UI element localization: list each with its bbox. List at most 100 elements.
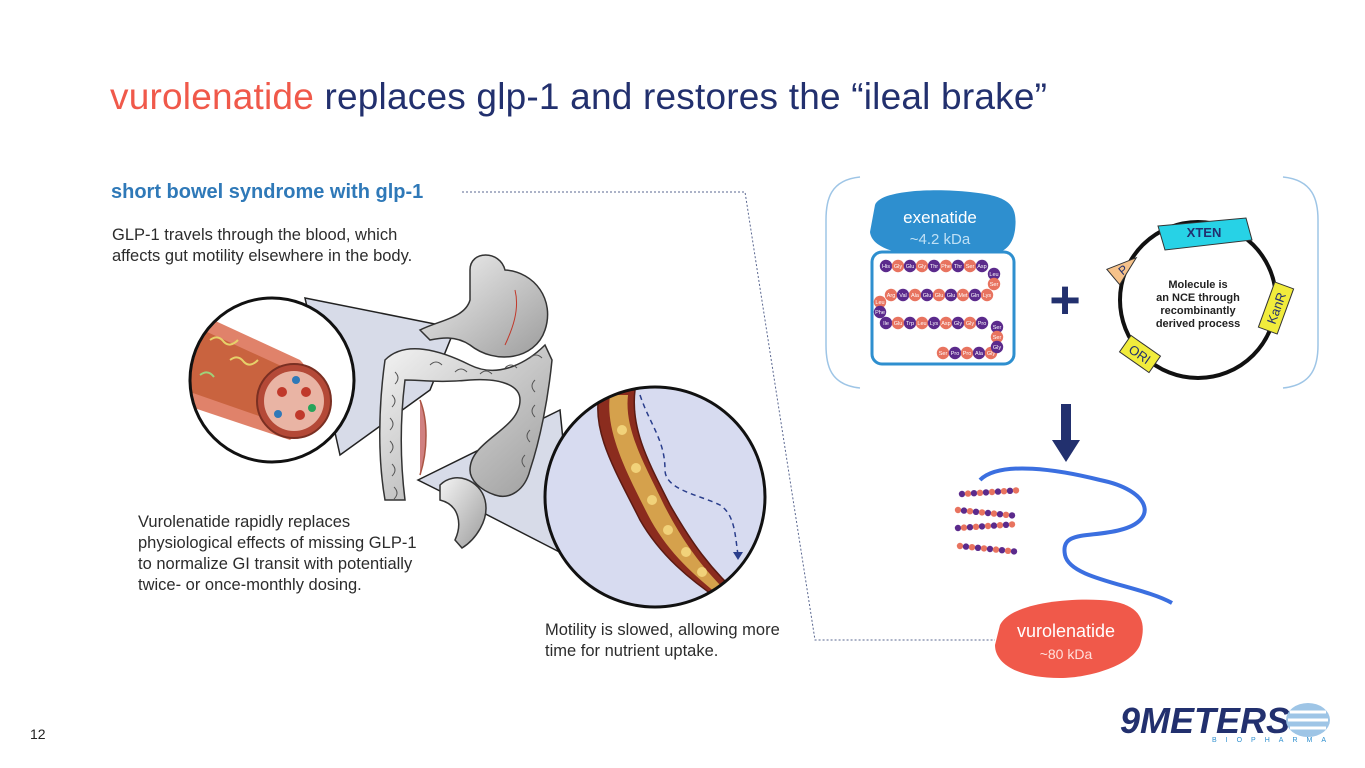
plasmid-text-3: recombinantly (1160, 305, 1236, 317)
amino-acid-bead (990, 320, 1004, 334)
vurolenatide-beads (954, 487, 1020, 555)
amino-acid-bead (936, 346, 950, 360)
amino-acid-bead (927, 316, 941, 330)
amino-acid-label: Lys (930, 321, 939, 327)
chain-bead (1004, 547, 1012, 554)
bracket-pair (825, 176, 1319, 389)
xten-label: XTEN (1187, 225, 1222, 240)
chain-bead (1002, 521, 1010, 528)
amino-acid-label: Ser (993, 325, 1002, 331)
chain-bead (966, 524, 974, 531)
exenatide-name: exenatide (903, 208, 977, 227)
chain-bead (992, 546, 1000, 553)
amino-acid-label: Val (899, 293, 907, 299)
amino-acid-bead (873, 295, 887, 309)
page-title: vurolenatide replaces glp-1 and restores… (110, 76, 1047, 118)
vurolenatide-name: vurolenatide (1017, 621, 1115, 641)
amino-acid-bead (879, 316, 893, 330)
amino-acid-label: Ser (990, 282, 999, 288)
chain-bead (984, 509, 992, 517)
chain-bead (954, 506, 962, 514)
amino-acid-label: Glu (923, 293, 932, 299)
amino-acid-label: Gly (993, 345, 1002, 351)
vurolenatide-group: vurolenatide ~80 kDa (995, 599, 1143, 678)
amino-acid-label: Glu (935, 293, 944, 299)
colon-illustration (379, 343, 553, 549)
amino-acid-label: Lys (983, 293, 992, 299)
amino-acid-bead (915, 259, 929, 273)
vurolenatide-caption: Vurolenatide rapidly replaces physiologi… (138, 513, 417, 594)
title-rest: replaces glp-1 and restores the “ileal b… (314, 76, 1048, 117)
chain-bead (962, 543, 970, 550)
amino-acid-bead (879, 259, 893, 273)
chain-bead (994, 488, 1002, 495)
chain-bead (996, 522, 1004, 529)
amino-acid-label: Leu (917, 321, 926, 327)
amino-acid-label: Pro (951, 351, 960, 357)
plasmid-text-4: derived process (1156, 318, 1240, 330)
motility-caption: Motility is slowed, allowing more time f… (545, 621, 780, 660)
amino-acid-bead (980, 288, 994, 302)
chain-bead (970, 490, 978, 497)
chain-bead (986, 545, 994, 553)
amino-acid-bead (920, 288, 934, 302)
chain-bead (972, 508, 980, 515)
chain-bead (960, 507, 968, 514)
chain-bead (1008, 521, 1016, 528)
amino-acid-bead (903, 316, 917, 330)
chain-bead (956, 542, 964, 550)
amino-acid-label: Thr (954, 264, 962, 270)
chain-bead (990, 522, 998, 529)
chain-bead (998, 547, 1006, 554)
amino-acid-bead (956, 288, 970, 302)
amino-acid-label: Pro (978, 321, 987, 327)
amino-acid-bead (960, 346, 974, 360)
amino-acid-bead (975, 316, 989, 330)
chain-bead (978, 523, 986, 530)
chain-bead (1010, 548, 1018, 555)
amino-acid-label: Asp (941, 321, 950, 327)
amino-acid-bead (903, 259, 917, 273)
amino-acid-bead (939, 316, 953, 330)
amino-acid-label: Pro (963, 351, 972, 357)
company-logo: 9METERS BIOPHARMA (1120, 700, 1330, 744)
amino-acid-label: Asp (977, 264, 986, 270)
amino-acid-bead (948, 346, 962, 360)
amino-acid-bead (968, 288, 982, 302)
chain-bead (960, 524, 968, 531)
amino-acid-label: Gly (966, 321, 975, 327)
dotted-connector (462, 191, 995, 641)
chain-bead (1006, 487, 1014, 494)
chain-bead (980, 545, 988, 552)
amino-acid-bead (932, 288, 946, 302)
chain-bead (972, 523, 980, 530)
amino-acid-bead (896, 288, 910, 302)
chain-bead (978, 509, 986, 516)
amino-acid-bead (963, 259, 977, 273)
logo-wordmark: 9METERS (1120, 700, 1290, 741)
plasmid-text-2: an NCE through (1156, 292, 1240, 304)
amino-acid-bead (951, 316, 965, 330)
amino-acid-label: Gly (894, 264, 903, 270)
chain-bead (988, 488, 996, 496)
amino-acid-bead (873, 305, 887, 319)
amino-acid-bead (987, 277, 1001, 291)
chain-bead (968, 544, 976, 551)
colon-haustra (389, 354, 543, 500)
plasmid-text-1: Molecule is (1168, 279, 1227, 291)
amino-acid-label: Glu (894, 321, 903, 327)
down-arrow-icon (1052, 404, 1080, 462)
amino-acid-bead (884, 288, 898, 302)
amino-acid-label: Arg (887, 293, 896, 299)
chain-bead (982, 489, 990, 496)
chain-bead (990, 510, 998, 517)
intestine-zoom (543, 385, 767, 609)
amino-acid-label: Glu (906, 264, 915, 270)
amino-acid-label: Ala (911, 293, 920, 299)
stomach-illustration (418, 254, 549, 358)
amino-acid-bead (972, 346, 986, 360)
chain-bead (964, 490, 972, 497)
page-number: 12 (30, 726, 46, 742)
